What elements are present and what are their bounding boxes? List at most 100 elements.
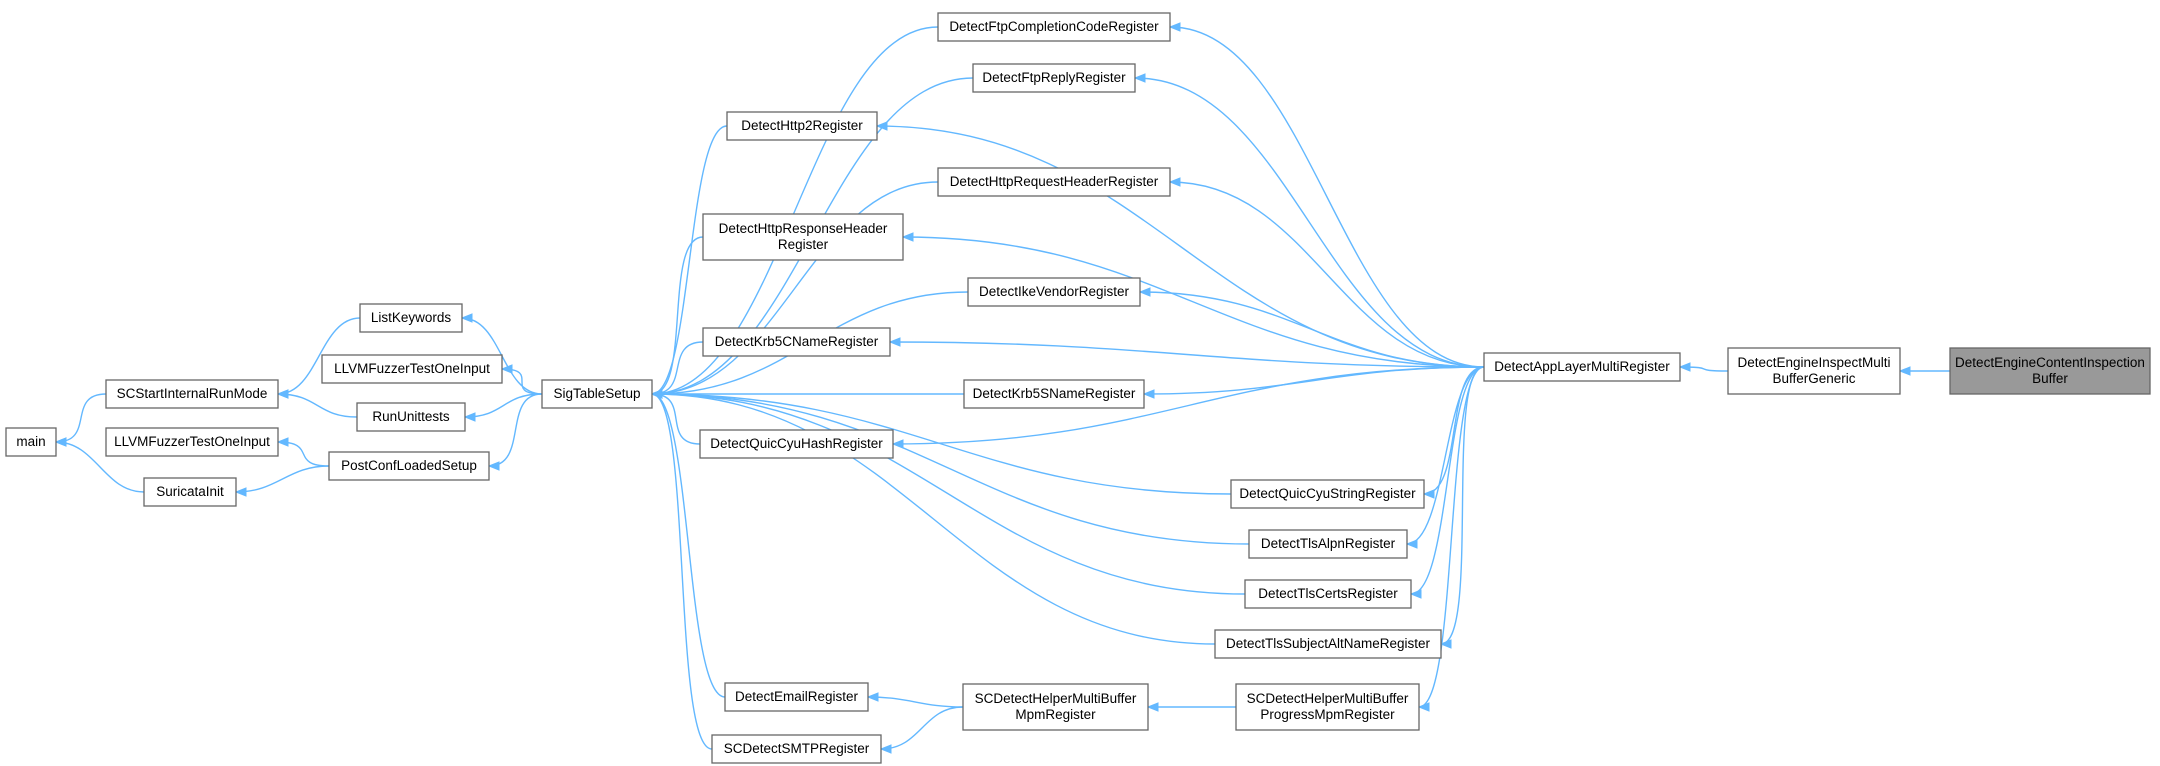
arrowhead-rununittests-to-scstart (276, 389, 289, 399)
node-box-scstart (105, 379, 279, 409)
node-label-contentinspection-1: Buffer (2032, 371, 2068, 386)
node-box-httpreqhdr (937, 167, 1171, 197)
node-ftpcompl[interactable]: DetectFtpCompletionCodeRegister (937, 12, 1171, 42)
node-krb5sname[interactable]: DetectKrb5SNameRegister (963, 379, 1145, 409)
node-main[interactable]: main (5, 427, 57, 457)
arrowhead-applayermulti-to-http2 (875, 121, 888, 131)
node-smtp[interactable]: SCDetectSMTPRegister (711, 734, 882, 764)
node-ikevendor[interactable]: DetectIkeVendorRegister (967, 277, 1141, 307)
edge-sigtable-to-llvm2 (501, 368, 543, 395)
node-box-rununittests (356, 402, 466, 432)
edge-sigtable-to-rununittests (464, 393, 543, 418)
arrowhead-sigtable-to-llvm2 (500, 364, 513, 374)
edge-tlssan-to-sigtable (651, 393, 1216, 645)
edge-sigtable-to-postconf (488, 393, 543, 467)
node-box-helperprogress (1235, 683, 1420, 731)
node-label-krb5sname-0: DetectKrb5SNameRegister (973, 386, 1136, 401)
node-label-ikevendor-0: DetectIkeVendorRegister (979, 284, 1130, 299)
edge-helpermpm-to-smtp (880, 706, 964, 750)
node-box-tlscerts (1244, 579, 1412, 609)
node-quichash[interactable]: DetectQuicCyuHashRegister (699, 429, 894, 459)
arrowhead-suricatainit-to-main (54, 437, 67, 447)
edge-applayermulti-to-tlscerts (1410, 366, 1485, 595)
node-label-quicstring-0: DetectQuicCyuStringRegister (1239, 486, 1416, 501)
node-email[interactable]: DetectEmailRegister (724, 682, 869, 712)
node-box-http2 (726, 111, 878, 141)
edge-quichash-to-sigtable (651, 393, 701, 445)
edge-applayermulti-to-quicstring (1423, 366, 1485, 495)
arrowhead-inspectmulti-to-applayermulti (1678, 362, 1691, 372)
arrowhead-smtp-to-sigtable (650, 389, 663, 399)
node-label-llvm2-0: LLVMFuzzerTestOneInput (334, 361, 490, 376)
node-box-suricatainit (143, 477, 237, 507)
node-box-applayermulti (1483, 352, 1681, 382)
edge-applayermulti-to-helperprogress (1418, 366, 1485, 708)
node-label-suricatainit-0: SuricataInit (156, 484, 224, 499)
node-tlssan[interactable]: DetectTlsSubjectAltNameRegister (1214, 629, 1442, 659)
node-llvm2[interactable]: LLVMFuzzerTestOneInput (321, 354, 503, 384)
node-label-sigtable-0: SigTableSetup (553, 386, 640, 401)
node-box-ikevendor (967, 277, 1141, 307)
node-applayermulti[interactable]: DetectAppLayerMultiRegister (1483, 352, 1681, 382)
node-label-krb5cname-0: DetectKrb5CNameRegister (715, 334, 879, 349)
node-label-httpresphdr-0: DetectHttpResponseHeader (719, 221, 888, 236)
node-llvm1[interactable]: LLVMFuzzerTestOneInput (105, 427, 279, 457)
node-scstart[interactable]: SCStartInternalRunMode (105, 379, 279, 409)
node-httpreqhdr[interactable]: DetectHttpRequestHeaderRegister (937, 167, 1171, 197)
node-ftpreply[interactable]: DetectFtpReplyRegister (972, 63, 1136, 93)
node-label-llvm1-0: LLVMFuzzerTestOneInput (114, 434, 270, 449)
node-label-ftpcompl-0: DetectFtpCompletionCodeRegister (949, 19, 1159, 34)
node-box-main (5, 427, 57, 457)
node-label-quichash-0: DetectQuicCyuHashRegister (710, 436, 883, 451)
edge-listkeywords-to-scstart (277, 317, 361, 395)
node-krb5cname[interactable]: DetectKrb5CNameRegister (702, 327, 891, 357)
edge-postconf-to-llvm1 (277, 441, 330, 467)
arrowhead-applayermulti-to-tlssan (1439, 639, 1452, 649)
edge-http2-to-sigtable (651, 125, 728, 395)
node-label-tlssan-0: DetectTlsSubjectAltNameRegister (1226, 636, 1431, 651)
node-box-llvm1 (105, 427, 279, 457)
node-box-quichash (699, 429, 894, 459)
node-label-httpreqhdr-0: DetectHttpRequestHeaderRegister (950, 174, 1159, 189)
node-box-tlssan (1214, 629, 1442, 659)
node-box-listkeywords (359, 303, 463, 333)
arrowhead-sigtable-to-rununittests (463, 412, 476, 422)
node-label-inspectmulti-1: BufferGeneric (1772, 371, 1855, 386)
edge-httpresphdr-to-sigtable (651, 236, 704, 395)
node-rununittests[interactable]: RunUnittests (356, 402, 466, 432)
edge-krb5cname-to-sigtable (651, 341, 704, 395)
arrowhead-applayermulti-to-tlscerts (1409, 589, 1422, 599)
arrowhead-applayermulti-to-quichash (891, 439, 904, 449)
node-box-krb5sname (963, 379, 1145, 409)
node-label-ftpreply-0: DetectFtpReplyRegister (982, 70, 1126, 85)
edge-applayermulti-to-httpresphdr (902, 236, 1485, 368)
node-listkeywords[interactable]: ListKeywords (359, 303, 463, 333)
node-label-helperprogress-0: SCDetectHelperMultiBuffer (1247, 691, 1409, 706)
edge-helpermpm-to-email (867, 696, 964, 708)
edge-applayermulti-to-ftpreply (1134, 77, 1485, 368)
node-box-quicstring (1230, 479, 1425, 509)
edge-rununittests-to-scstart (277, 393, 358, 418)
node-helperprogress[interactable]: SCDetectHelperMultiBufferProgressMpmRegi… (1235, 683, 1420, 731)
node-http2[interactable]: DetectHttp2Register (726, 111, 878, 141)
node-label-scstart-0: SCStartInternalRunMode (117, 386, 268, 401)
node-sigtable[interactable]: SigTableSetup (541, 379, 653, 409)
node-tlsalpn[interactable]: DetectTlsAlpnRegister (1248, 529, 1408, 559)
node-suricatainit[interactable]: SuricataInit (143, 477, 237, 507)
arrowhead-applayermulti-to-httpreqhdr (1168, 177, 1181, 187)
node-box-tlsalpn (1248, 529, 1408, 559)
arrowhead-applayermulti-to-ftpcompl (1168, 22, 1181, 32)
arrowhead-applayermulti-to-quicstring (1422, 489, 1435, 499)
node-tlscerts[interactable]: DetectTlsCertsRegister (1244, 579, 1412, 609)
node-label-helpermpm-0: SCDetectHelperMultiBuffer (975, 691, 1137, 706)
node-postconf[interactable]: PostConfLoadedSetup (328, 451, 490, 481)
node-quicstring[interactable]: DetectQuicCyuStringRegister (1230, 479, 1425, 509)
edge-applayermulti-to-http2 (876, 125, 1485, 368)
node-label-rununittests-0: RunUnittests (372, 409, 450, 424)
arrowhead-sigtable-to-postconf (487, 461, 500, 471)
arrowhead-helperprogress-to-helpermpm (1146, 702, 1159, 712)
